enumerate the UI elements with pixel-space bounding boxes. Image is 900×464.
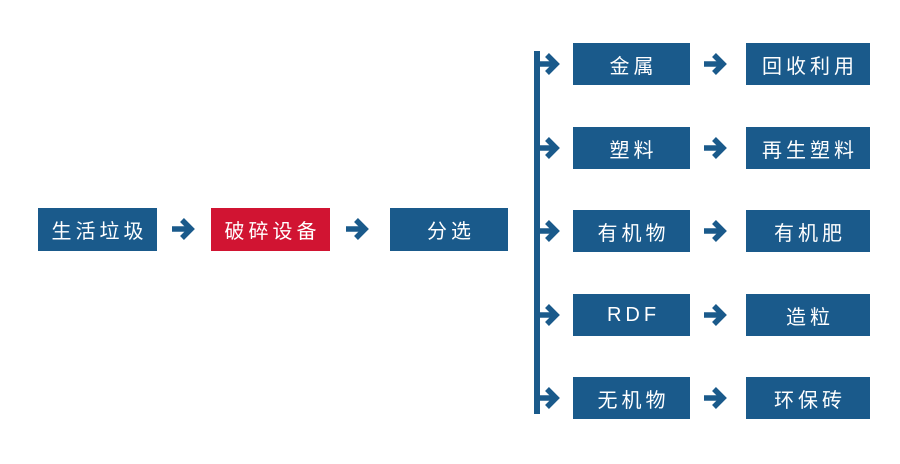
node-rdf: RDF: [573, 294, 690, 336]
node-inorganic-matter-label: 无机物: [597, 389, 670, 412]
node-metal: 金属: [573, 43, 690, 85]
node-organic-fertilizer-label: 有机肥: [774, 222, 846, 245]
flow-arrow-icon: [704, 220, 727, 242]
flow-arrow-icon: [346, 218, 369, 240]
node-crushing-equipment-label: 破碎设备: [224, 221, 321, 243]
node-household-waste-label: 生活垃圾: [51, 221, 148, 243]
flow-arrow-icon: [704, 387, 727, 409]
node-recycled-plastic: 再生塑料: [746, 127, 870, 169]
node-granulation: 造粒: [746, 294, 870, 336]
node-organic-matter: 有机物: [573, 210, 690, 252]
branch-arrow-icon: [537, 304, 560, 326]
branch-arrow-icon: [537, 387, 560, 409]
branch-arrow-icon: [537, 53, 560, 75]
node-household-waste: 生活垃圾: [38, 208, 157, 251]
node-recycling: 回收利用: [746, 43, 870, 85]
flow-arrow-icon: [172, 218, 195, 240]
node-recycling-label: 回收利用: [762, 55, 858, 78]
node-plastic-label: 塑料: [609, 139, 658, 162]
node-recycled-plastic-label: 再生塑料: [762, 139, 858, 162]
flow-arrow-icon: [704, 53, 727, 75]
node-metal-label: 金属: [609, 55, 658, 78]
node-inorganic-matter: 无机物: [573, 377, 690, 419]
node-sorting-label: 分选: [427, 221, 475, 243]
node-eco-brick: 环保砖: [746, 377, 870, 419]
node-organic-matter-label: 有机物: [597, 222, 670, 245]
node-rdf-label: RDF: [606, 303, 661, 326]
node-plastic: 塑料: [573, 127, 690, 169]
flow-arrow-icon: [704, 304, 727, 326]
branch-arrow-icon: [537, 137, 560, 159]
branch-arrow-icon: [537, 220, 560, 242]
flow-arrow-icon: [704, 137, 727, 159]
node-crushing-equipment: 破碎设备: [211, 208, 330, 251]
node-organic-fertilizer: 有机肥: [746, 210, 870, 252]
node-granulation-label: 造粒: [786, 306, 834, 329]
node-eco-brick-label: 环保砖: [774, 389, 846, 412]
node-sorting: 分选: [390, 208, 508, 251]
